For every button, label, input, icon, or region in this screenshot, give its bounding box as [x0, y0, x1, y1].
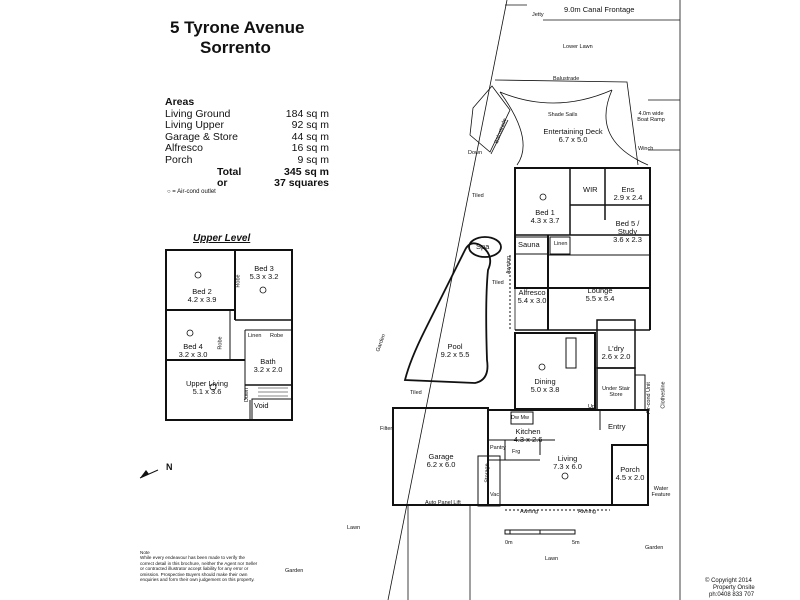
label-jetty: Jetty [532, 12, 544, 18]
room-label-sauna: Sauna [518, 240, 540, 249]
label-dishwasher-microwave: Dw Mw [511, 415, 530, 421]
label-auto-panel-lift: Auto Panel Lift [425, 500, 461, 506]
label-filter: Filter [380, 426, 393, 432]
label-garden: Garden [285, 568, 304, 574]
upper-level-heading: Upper Level [193, 233, 251, 244]
label-aircon-unit: Air-cond Unit [645, 382, 652, 414]
spa-outline [468, 236, 502, 258]
aircon-legend: ○ = Air-cond outlet [167, 189, 216, 195]
room-label-under-stair-store: Under Stair Store [602, 386, 630, 398]
label-winch: Winch [638, 146, 654, 152]
disclaimer-note: Note While every endeavour has been made… [140, 550, 258, 583]
page-title: 5 Tyrone Avenue [170, 18, 305, 37]
label-storage: Storage [484, 463, 491, 483]
label-down: Down [468, 150, 483, 156]
label-canal-frontage: 9.0m Canal Frontage [564, 5, 635, 14]
label-fridge: Frg [512, 449, 521, 455]
label-balustrade: Balustrade [553, 76, 580, 82]
stair-label-down: Down [244, 387, 251, 403]
label-spa: Spa [476, 242, 490, 251]
label-awning: Awning [520, 509, 538, 515]
label-tiled: Tiled [410, 390, 422, 396]
page-subtitle: Sorrento [200, 38, 271, 57]
label-tiled: Tiled [492, 280, 504, 286]
room-label-robe: Robe [235, 274, 242, 288]
label-clothesline: Clothesline [660, 381, 667, 409]
label-awning: Awning [505, 256, 512, 274]
label-awning: Awning [578, 509, 596, 515]
scale-label-0: 0m [505, 540, 513, 546]
scale-label-5: 5m [572, 540, 580, 546]
stair-label-up: Up [588, 404, 596, 410]
label-tiled: Tiled [472, 193, 484, 199]
label-shade-sails: Shade Sails [548, 112, 578, 118]
areas-heading: Areas [165, 96, 195, 108]
label-pantry: Pantry [490, 445, 506, 451]
bedroom-wing [514, 167, 651, 289]
label-garden: Garden [645, 545, 664, 551]
room-label-entry: Entry [608, 422, 626, 431]
copyright-block: © Copyright 2014 Property Onsite ph:0408… [705, 578, 755, 598]
room-label-linen: Linen [554, 241, 568, 247]
north-arrow-label: N [166, 462, 173, 472]
label-lawn: Lawn [545, 556, 559, 562]
pool-outline [403, 242, 492, 384]
label-vacuum: Vac [490, 492, 500, 498]
label-water-feature: Water Feature [651, 486, 671, 498]
room-label-robe: Robe [270, 333, 284, 339]
room-label-void: Void [254, 401, 269, 410]
room-label-linen: Linen [248, 333, 262, 339]
upper-level-outline [165, 249, 293, 421]
room-label-robe: Robe [217, 336, 224, 350]
aircon-outlet-icon: ○ [167, 189, 171, 195]
label-lawn: Lawn [347, 525, 361, 531]
label-lower-lawn: Lower Lawn [563, 44, 593, 50]
label-boat-ramp: 4.0m wide Boat Ramp [637, 111, 665, 123]
property-boundary-left [387, 0, 508, 600]
room-label-wir: WIR [583, 185, 598, 194]
